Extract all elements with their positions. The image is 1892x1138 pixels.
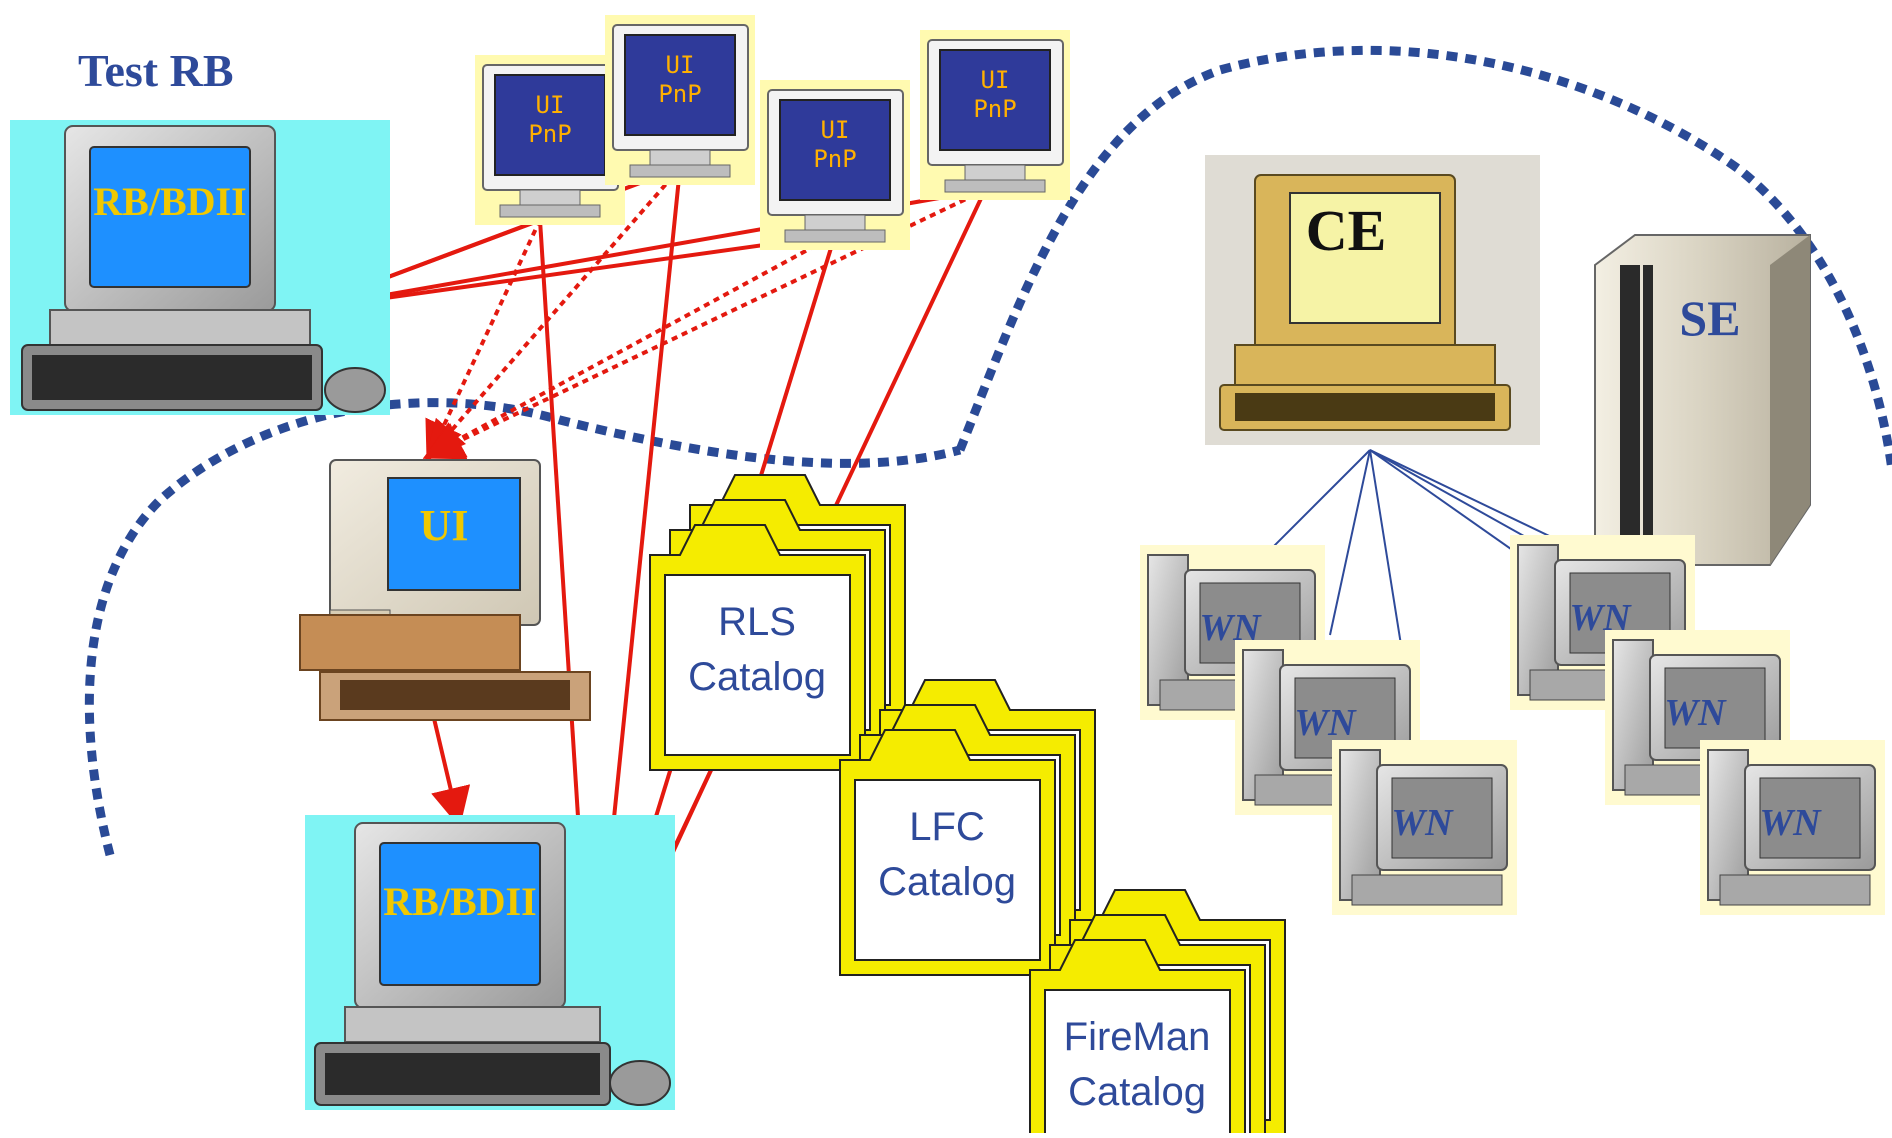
catalog-folder: RLS Catalog [649, 474, 906, 771]
pnp-line1: UI [666, 51, 695, 79]
worker-node: WN [1332, 740, 1517, 915]
ui-label: UI [420, 501, 469, 550]
test-rb-title: Test RB [78, 45, 234, 96]
worker-node: WN [1700, 740, 1885, 915]
labels: RB/BDII UI RB/BDII CE SE [93, 179, 1740, 924]
ce-wn-link [1369, 449, 1406, 671]
pnp-line1: UI [536, 91, 565, 119]
ui-computer [299, 459, 591, 721]
catalog-line1: RLS [718, 600, 796, 644]
catalog-folder: LFC Catalog [839, 679, 1096, 976]
wn-label: WN [1294, 702, 1357, 744]
pnp-line2: PnP [813, 145, 856, 173]
ce-label: CE [1306, 198, 1387, 263]
pnp-line2: PnP [528, 120, 571, 148]
pnp-line1: UI [821, 116, 850, 144]
catalog-line1: LFC [909, 805, 985, 849]
red-dotted-link [424, 166, 682, 462]
catalog-line2: Catalog [688, 655, 826, 699]
site-domain-boundary [955, 45, 1892, 471]
ce-computer [1205, 155, 1540, 445]
wn-label: WN [1391, 802, 1454, 844]
test-rb-computer [10, 120, 390, 415]
red-link [430, 709, 471, 828]
pnp-line2: PnP [658, 80, 701, 108]
se-server [1594, 234, 1811, 566]
pnp-line2: PnP [973, 95, 1016, 123]
catalog-line1: FireMan [1064, 1015, 1211, 1059]
ce-wn-link [1329, 449, 1371, 636]
wn-label: WN [1759, 802, 1822, 844]
se-label: SE [1679, 290, 1740, 346]
wn-label: WN [1664, 692, 1727, 734]
main-rb-label: RB/BDII [383, 879, 536, 924]
catalog-line2: Catalog [878, 860, 1016, 904]
pnp-line1: UI [981, 66, 1010, 94]
test-rb-label: RB/BDII [93, 179, 246, 224]
red-dotted-link [422, 233, 836, 459]
catalog-line2: Catalog [1068, 1070, 1206, 1114]
worker-node: WN [1235, 640, 1420, 815]
main-rb-computer [305, 815, 675, 1110]
